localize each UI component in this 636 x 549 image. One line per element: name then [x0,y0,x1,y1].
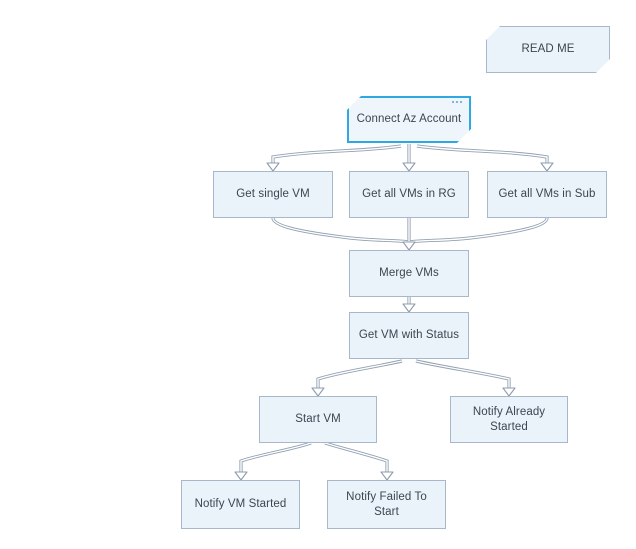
node-label: Get all VMs in Sub [498,188,596,201]
node-shape [347,96,471,143]
node-label: READ ME [521,43,575,56]
node-label: Get all VMs in RG [362,188,456,201]
node-merge-vms[interactable]: Merge VMs [349,250,469,297]
node-label: Connect Az Account [356,113,462,126]
node-get-vm-with-status[interactable]: Get VM with Status [349,312,469,359]
node-label: Get single VM [236,188,310,201]
node-shape [486,26,610,73]
selection-handle-dots[interactable] [452,101,462,103]
node-label: Get VM with Status [358,329,460,342]
node-get-all-vms-in-sub[interactable]: Get all VMs in Sub [487,171,607,218]
node-notify-vm-started[interactable]: Notify VM Started [181,480,300,529]
node-notify-failed-to-start[interactable]: Notify Failed To Start [327,480,446,529]
node-label: Start VM [295,413,341,426]
node-label: Merge VMs [379,267,439,280]
node-label: Notify VM Started [194,498,287,511]
node-readme[interactable]: READ ME [486,26,610,73]
node-notify-already-started[interactable]: Notify Already Started [450,396,568,443]
node-get-all-vms-in-rg[interactable]: Get all VMs in RG [349,171,469,218]
node-label: Notify Failed To Start [346,491,427,518]
node-label: Notify Already Started [472,406,546,433]
node-start-vm[interactable]: Start VM [259,396,377,443]
node-get-single-vm[interactable]: Get single VM [213,171,333,218]
node-connect-az-account[interactable]: Connect Az Account [347,96,471,143]
